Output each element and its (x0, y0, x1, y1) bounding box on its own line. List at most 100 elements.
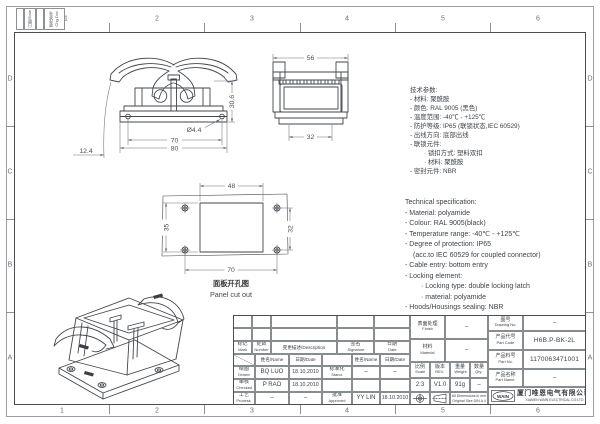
spec-en-line: - Hoods/Housings sealing: NBR (405, 304, 504, 311)
tick (300, 405, 301, 414)
spec-cn-line: - 颜色: RAL 9005 (黑色) (410, 105, 478, 112)
header-description: 变更描述/Description (271, 341, 337, 354)
spec-cn-line: - 防护等级: IP65 (联锁状态,IEC 60529) (410, 123, 520, 130)
spec-en-line: - Material: polyamide (405, 209, 470, 217)
dim-12-4: 12.4 (79, 148, 92, 155)
front-view-drawing: 30.6 70 80 12.4 Ø4.4 (73, 57, 238, 159)
side-view-dimensions: 56 32 (272, 52, 349, 142)
company-cell: WAIN 厦门唯恩电气有限公司 XIAMEN WAIN ELECTRICAL C… (488, 387, 586, 405)
zone-right-d: D (587, 75, 593, 83)
rev-row-cell (337, 315, 374, 328)
tick (109, 23, 110, 32)
side-view-geometry (272, 61, 349, 125)
tick (395, 23, 396, 32)
checked-blank (352, 379, 380, 392)
sheet-outer-border (6, 6, 594, 417)
rev-row-cell (233, 328, 252, 341)
tick (204, 405, 205, 414)
spec-cn-line: - 联锁元件: (410, 141, 442, 148)
panel-cutout-drawing: 48 70 35 32 面板开孔图 Panel cut out (160, 180, 296, 299)
rev-row-cell (233, 315, 252, 328)
rev-strip-date: 日期/Date (24, 8, 36, 30)
zone-top-3: 3 (250, 15, 254, 23)
stand-date: – (380, 366, 410, 379)
tick (586, 219, 594, 220)
zone-bottom-4: 4 (345, 407, 349, 415)
spec-cn-line: - 出线方向: 底部出线 (410, 132, 469, 139)
side-view-drawing: 56 32 (272, 52, 349, 142)
spec-en-title: Technical specification: (405, 199, 477, 206)
rev-row-cell (374, 328, 410, 341)
rev-value: V1.0 (430, 378, 450, 392)
dim-32-right: 32 (288, 225, 295, 233)
front-view-dimensions: 30.6 70 80 12.4 Ø4.4 (73, 80, 238, 159)
zone-top-1: 1 (64, 15, 68, 23)
rev-row-cell (271, 315, 337, 328)
rev-strip-cell (16, 8, 24, 30)
finish-value: – (445, 315, 488, 339)
spec-cn-line: - 密封元件: NBR (410, 168, 457, 175)
tick (6, 312, 14, 313)
drawing-no-value: – (523, 315, 586, 331)
rev-row-cell (271, 328, 337, 341)
spec-block-cn: 技术参数: - 材料: 聚酰胺 - 颜色: RAL 9005 (黑色) - 温度… (410, 86, 520, 176)
spec-block-en: Technical specification: - Material: pol… (405, 198, 541, 314)
spec-en-line: - Temperature range: -40℃ - +125℃ (405, 230, 521, 238)
spec-en-line: - Colour: RAL 9005(black) (405, 220, 486, 227)
zone-bottom-5: 5 (441, 407, 445, 415)
dim-hole-dia: Ø4.4 (187, 127, 202, 134)
zone-bottom-3: 3 (250, 407, 254, 415)
stand-name: – (352, 366, 380, 379)
dim-80: 80 (171, 146, 179, 153)
rev-row-cell (337, 328, 374, 341)
rev-row-cell (252, 315, 271, 328)
checked-blank (380, 379, 410, 392)
panel-cutout-caption-en: Panel cut out (210, 290, 252, 299)
dim-30-6: 30.6 (229, 95, 236, 108)
front-view-geometry (109, 57, 238, 123)
spec-en-line: - Locking element: (405, 272, 463, 280)
dim-32: 32 (307, 134, 315, 141)
tick (586, 312, 594, 313)
rev-chg-en: Chg Doc (54, 11, 59, 27)
process-name: – (255, 392, 289, 405)
dim-56: 56 (307, 55, 315, 62)
isometric-view-drawing (53, 293, 185, 400)
dimension-note: All Dimensions in mm Original Size DIN A… (450, 392, 488, 405)
spec-cn-title: 技术参数: (410, 87, 438, 94)
rev-date-label: 日期/Date (26, 10, 32, 28)
rev-row-cell (252, 328, 271, 341)
dim-48: 48 (228, 183, 236, 190)
tick (109, 405, 110, 414)
zone-left-d: D (7, 75, 13, 83)
company-names: 厦门唯恩电气有限公司 XIAMEN WAIN ELECTRICAL CO.LTD (517, 390, 585, 402)
rev-strip-cell (36, 8, 44, 30)
checked-name: P RAO (255, 379, 289, 392)
subheader-blank (322, 354, 352, 366)
dim-70: 70 (171, 137, 179, 144)
subheader-date: 日期/Date (289, 354, 322, 366)
zone-left-b: B (7, 261, 13, 269)
rev-row-cell (374, 315, 410, 328)
zone-left-c: C (7, 168, 13, 176)
tick (490, 405, 491, 414)
spec-cn-line: · 锁扣方式: 塑料双扣 (424, 150, 483, 157)
